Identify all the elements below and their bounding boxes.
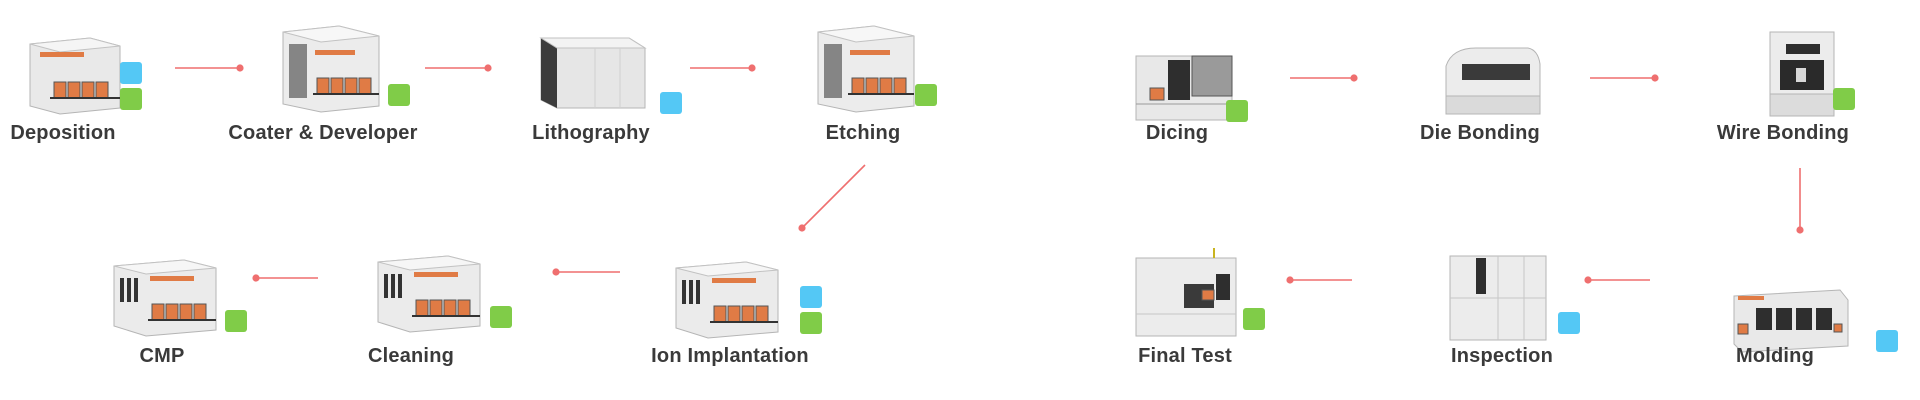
inspection-label: Inspection	[1450, 345, 1554, 367]
ion-implantation-blue-badge	[800, 286, 822, 308]
molding-blue-badge	[1876, 330, 1898, 352]
deposition-blue-badge	[120, 62, 142, 84]
coater-developer-label: Coater & Developer	[228, 122, 418, 144]
cmp-green-badge	[225, 310, 247, 332]
connector-arrow	[1796, 168, 1804, 234]
connector-arrow	[175, 64, 244, 72]
etching-machine-illustration	[810, 20, 930, 120]
ion-implantation-label: Ion Implantation	[651, 345, 809, 367]
connector-dot	[552, 268, 560, 276]
coater-developer-machine-illustration	[275, 20, 395, 120]
connector-line	[801, 164, 866, 229]
lithography-machine-illustration	[535, 28, 655, 128]
connector-arrow	[425, 64, 492, 72]
ion-implantation-machine-illustration	[670, 248, 790, 348]
inspection-blue-badge	[1558, 312, 1580, 334]
lithography-label: Lithography	[532, 122, 650, 144]
connector-dot	[748, 64, 756, 72]
connector-arrow	[1290, 74, 1358, 82]
final-test-label: Final Test	[1138, 345, 1232, 367]
final-test-green-badge	[1243, 308, 1265, 330]
cleaning-machine-illustration	[372, 242, 492, 342]
connector-dot	[1584, 276, 1592, 284]
connector-dot	[798, 224, 806, 232]
lithography-blue-badge	[660, 92, 682, 114]
final-test-machine-illustration	[1128, 244, 1248, 344]
deposition-machine-illustration	[20, 24, 140, 124]
cmp-machine-illustration	[108, 246, 228, 346]
dicing-label: Dicing	[1145, 122, 1209, 144]
connector-arrow	[798, 164, 866, 232]
connector-dot	[1651, 74, 1659, 82]
connector-dot	[484, 64, 492, 72]
cleaning-green-badge	[490, 306, 512, 328]
inspection-machine-illustration	[1440, 248, 1560, 348]
connector-dot	[1286, 276, 1294, 284]
connector-dot	[252, 274, 260, 282]
cmp-label: CMP	[139, 345, 185, 367]
ion-implantation-green-badge	[800, 312, 822, 334]
connector-arrow	[552, 268, 620, 276]
cleaning-label: Cleaning	[367, 345, 455, 367]
connector-arrow	[690, 64, 756, 72]
dicing-machine-illustration	[1128, 36, 1248, 136]
connector-arrow	[1286, 276, 1352, 284]
molding-label: Molding	[1735, 345, 1815, 367]
etching-label: Etching	[825, 122, 901, 144]
wire-bonding-green-badge	[1833, 88, 1855, 110]
connector-arrow	[252, 274, 318, 282]
connector-dot	[1796, 226, 1804, 234]
deposition-green-badge	[120, 88, 142, 110]
connector-arrow	[1584, 276, 1650, 284]
etching-green-badge	[915, 84, 937, 106]
wire-bonding-label: Wire Bonding	[1716, 122, 1850, 144]
molding-machine-illustration	[1730, 266, 1850, 366]
die-bonding-label: Die Bonding	[1420, 122, 1540, 144]
dicing-green-badge	[1226, 100, 1248, 122]
wire-bonding-machine-illustration	[1750, 24, 1870, 124]
coater-developer-green-badge	[388, 84, 410, 106]
connector-dot	[236, 64, 244, 72]
connector-dot	[1350, 74, 1358, 82]
die-bonding-machine-illustration	[1432, 36, 1552, 136]
deposition-label: Deposition	[10, 122, 116, 144]
connector-arrow	[1590, 74, 1659, 82]
